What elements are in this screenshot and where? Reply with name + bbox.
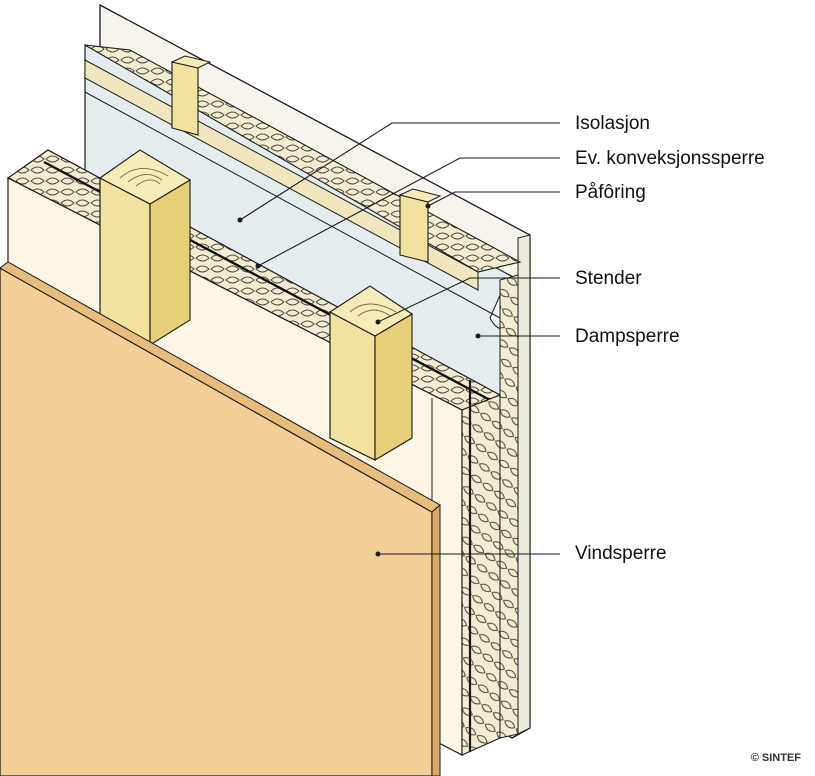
insulation-side (431, 274, 519, 760)
label-dampsperre: Dampsperre (575, 326, 680, 347)
stud-2 (328, 285, 414, 461)
label-paforing: Påfôring (575, 182, 646, 203)
furring-strip-2 (398, 188, 442, 263)
stud-1 (98, 149, 192, 346)
label-stender: Stender (575, 268, 642, 289)
leader-stender (377, 277, 560, 323)
label-konveksjonssperre: Ev. konveksjonssperre (575, 148, 765, 169)
label-vindsperre: Vindsperre (575, 543, 667, 564)
copyright-notice: © SINTEF (750, 752, 801, 764)
leader-paforing (427, 191, 560, 207)
furring-strip-1 (170, 55, 212, 136)
leader-isolasjon (239, 122, 560, 221)
leader-lines (239, 122, 560, 555)
leader-dots (237, 203, 481, 557)
leader-konveksjonssperre (257, 157, 560, 267)
wind-barrier-board (0, 261, 441, 776)
label-isolasjon: Isolasjon (575, 113, 650, 134)
